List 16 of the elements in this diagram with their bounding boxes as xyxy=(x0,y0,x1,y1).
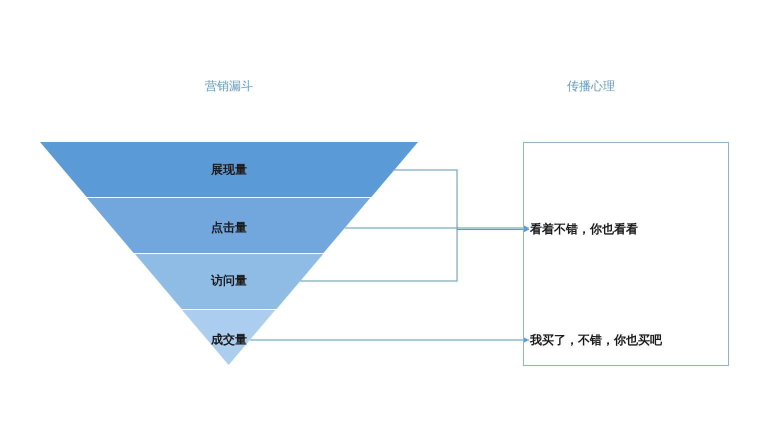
funnel-segment xyxy=(87,198,371,253)
connector-arrow xyxy=(300,226,530,282)
funnel-stage-label: 访问量 xyxy=(210,272,247,290)
funnel-segment xyxy=(134,254,324,309)
funnel-stage-label: 展现量 xyxy=(211,162,247,178)
funnel-stage-label: 成交量 xyxy=(210,332,247,348)
connector-arrow xyxy=(344,225,530,231)
message-text: 看着不错，你也看看 xyxy=(530,221,638,238)
funnel-segment xyxy=(40,142,418,197)
connector-arrow xyxy=(250,337,530,343)
funnel-stage-label: 点击量 xyxy=(210,220,247,236)
funnel-segment xyxy=(182,310,276,365)
message-text: 我买了，不错，你也买吧 xyxy=(530,332,662,349)
column-heading: 传播心理 xyxy=(567,78,615,95)
text-panel xyxy=(523,142,729,366)
column-heading: 营销漏斗 xyxy=(205,78,253,95)
